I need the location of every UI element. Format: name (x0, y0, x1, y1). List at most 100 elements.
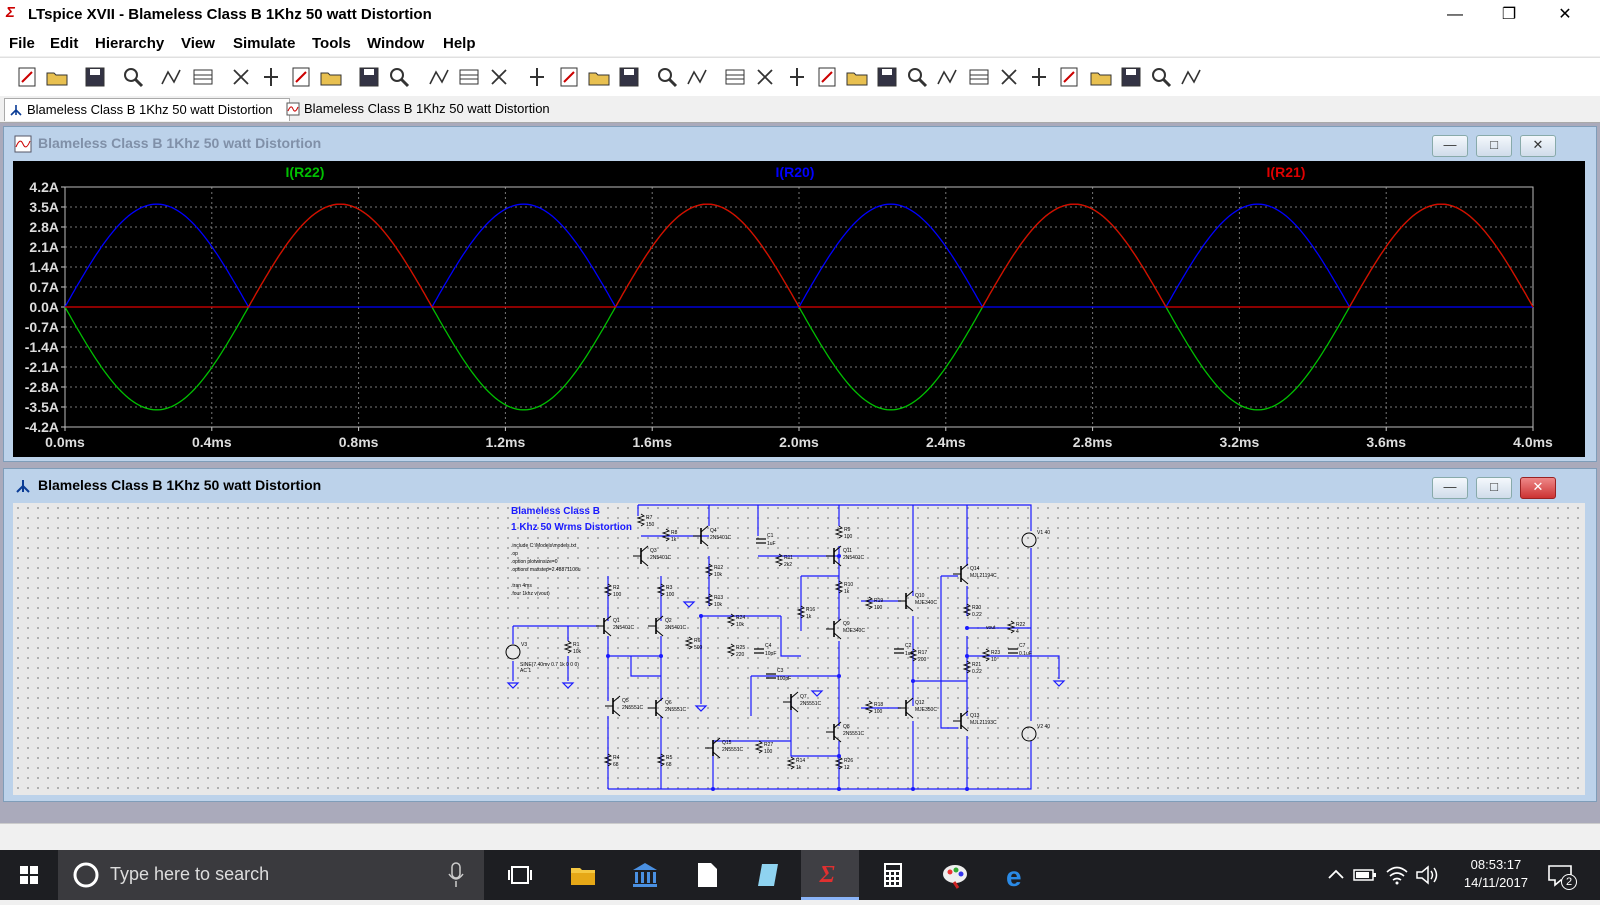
spice-directive-icon[interactable] (1178, 64, 1204, 90)
microphone-icon[interactable] (446, 860, 466, 890)
voltage-source-label[interactable]: V3 (521, 642, 527, 648)
start-button[interactable] (0, 850, 58, 900)
zoom-out-icon[interactable] (288, 64, 314, 90)
undo-icon[interactable] (1026, 64, 1052, 90)
ground-symbol[interactable] (682, 601, 696, 608)
zoom-in-icon[interactable] (228, 64, 254, 90)
save-icon[interactable] (82, 64, 108, 90)
new-schematic-icon[interactable] (14, 64, 40, 90)
menu-tools[interactable]: Tools (312, 35, 351, 52)
close-button[interactable]: ✕ (1558, 6, 1572, 23)
document-app-icon[interactable] (692, 860, 722, 890)
spice-directive[interactable]: .option plotwinsize=0 (511, 559, 558, 565)
wire-icon[interactable] (722, 64, 748, 90)
wire[interactable] (790, 696, 839, 757)
schematic-minimize-button[interactable]: — (1432, 477, 1468, 499)
ground-symbol[interactable] (1052, 680, 1066, 687)
legend-ir22[interactable]: I(R22) (286, 164, 325, 180)
cascade-icon[interactable] (456, 64, 482, 90)
spice-directive[interactable]: .include C:\Models\models.txt (511, 543, 577, 549)
find-icon[interactable] (616, 64, 642, 90)
rotate-icon[interactable] (1088, 64, 1114, 90)
menu-simulate[interactable]: Simulate (233, 35, 296, 52)
ground-symbol[interactable] (506, 682, 520, 689)
spice-directive[interactable]: .four 1khz v(vout) (511, 591, 550, 597)
plot-maximize-button[interactable]: □ (1476, 135, 1512, 157)
tile-vertical-icon[interactable] (486, 64, 512, 90)
plot-window-titlebar[interactable]: Blameless Class B 1Khz 50 watt Distortio… (4, 127, 1596, 159)
menu-file[interactable]: File (9, 35, 35, 52)
legend-ir20[interactable]: I(R20) (776, 164, 815, 180)
wire[interactable] (638, 504, 1032, 531)
grid-icon[interactable] (386, 64, 412, 90)
legend-ir21[interactable]: I(R21) (1267, 164, 1306, 180)
halt-icon[interactable] (190, 64, 216, 90)
ground-symbol[interactable] (694, 705, 708, 712)
drag-icon[interactable] (996, 64, 1022, 90)
ground-symbol[interactable] (810, 690, 824, 697)
paint-app-icon[interactable] (940, 860, 970, 890)
wire[interactable] (780, 616, 801, 657)
print-setup-icon[interactable] (654, 64, 680, 90)
voltage-source[interactable] (505, 644, 521, 660)
schematic-title-line2[interactable]: 1 Khz 50 Wrms Distortion (511, 522, 632, 533)
text-icon[interactable] (1148, 64, 1174, 90)
tile-horizontal-icon[interactable] (426, 64, 452, 90)
plot-minimize-button[interactable]: — (1432, 135, 1468, 157)
menu-view[interactable]: View (181, 35, 215, 52)
wire[interactable] (940, 576, 958, 729)
move-icon[interactable] (966, 64, 992, 90)
zoom-fit-icon[interactable] (318, 64, 344, 90)
chevron-up-icon[interactable] (1321, 860, 1344, 890)
voltage-source[interactable] (1021, 532, 1037, 548)
notes-app-icon[interactable] (754, 860, 784, 890)
menu-edit[interactable]: Edit (50, 35, 79, 52)
wire[interactable] (967, 655, 1060, 679)
menu-hierarchy[interactable]: Hierarchy (95, 35, 165, 52)
spice-directive[interactable]: .options maxstep=2.48871106u (511, 567, 581, 573)
diode-icon[interactable] (904, 64, 930, 90)
maximize-button[interactable]: ❐ (1501, 6, 1517, 23)
minimize-button[interactable]: — (1447, 6, 1463, 23)
spice-directive[interactable]: .tran 4ms (511, 583, 532, 589)
net-label-vout[interactable]: vout (986, 625, 996, 631)
tab-waveform[interactable]: Blameless Class B 1Khz 50 watt Distortio… (282, 98, 574, 120)
wifi-icon[interactable] (1382, 860, 1408, 890)
resistor-icon[interactable] (814, 64, 840, 90)
edge-browser-icon[interactable]: e (1002, 860, 1032, 892)
mirror-icon[interactable] (1118, 64, 1144, 90)
menu-window[interactable]: Window (367, 35, 425, 52)
file-explorer-icon[interactable] (568, 860, 598, 890)
copy-icon[interactable] (556, 64, 582, 90)
calculator-icon[interactable] (878, 860, 908, 890)
taskbar-search-box[interactable]: Type here to search (58, 850, 484, 900)
